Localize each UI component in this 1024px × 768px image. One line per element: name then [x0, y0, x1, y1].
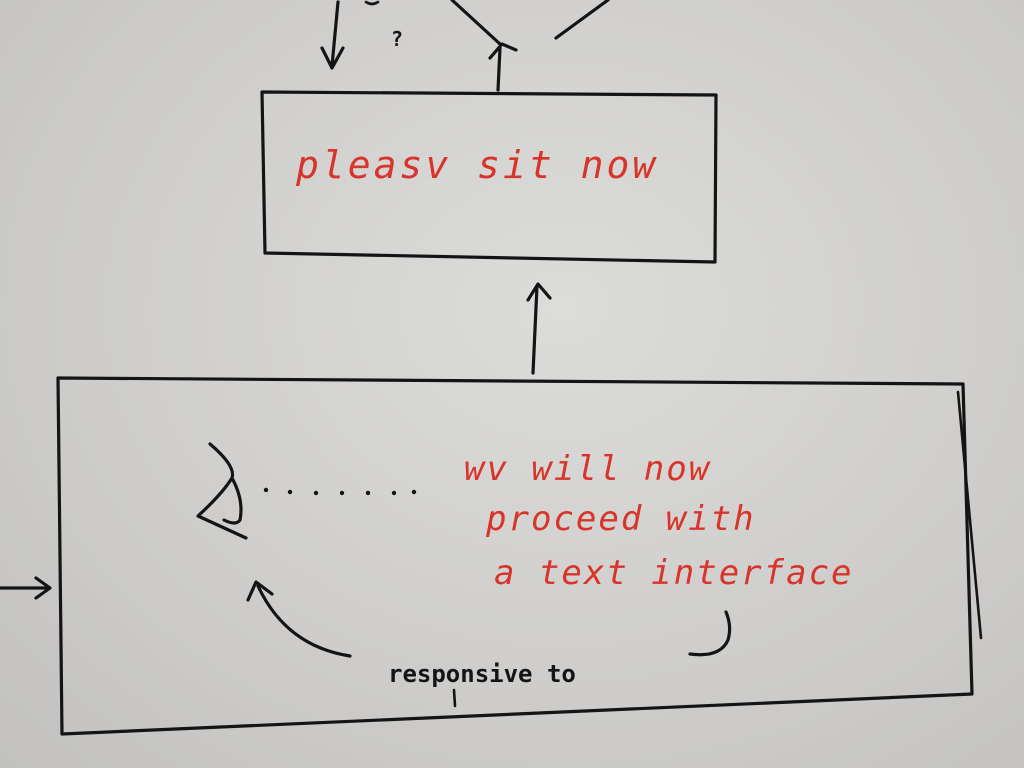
bottom-box — [56, 376, 983, 736]
bracket-to-text — [688, 610, 732, 657]
question-mark: ? — [391, 27, 403, 51]
top-box-outline — [260, 90, 718, 264]
gaze-dots — [263, 487, 417, 496]
top-box-text: pleasv sit now — [295, 143, 658, 187]
top-box: pleasv sit now — [260, 90, 718, 264]
eye-icon — [196, 442, 417, 540]
bottom-text-line1: wv will now — [464, 449, 711, 489]
up-arrow-shaft-top — [496, 46, 502, 92]
curved-arrow-to-eye — [256, 584, 352, 658]
responsive-label: responsive to — [388, 660, 576, 688]
down-arrow-head — [320, 46, 345, 70]
eye-lens — [222, 476, 243, 525]
down-arrow-shaft — [330, 0, 340, 68]
bottom-text-line3: a text interface — [494, 553, 854, 593]
connector-shaft — [531, 284, 539, 375]
bottom-box-outline — [56, 376, 974, 736]
cropped-label-mark — [364, 0, 380, 6]
diamond-edge-left — [450, 0, 502, 46]
connector-head — [526, 282, 552, 302]
eye-outline — [196, 442, 248, 540]
bottom-text-line2: proceed with — [485, 499, 756, 539]
descender-stroke — [452, 688, 457, 708]
curved-arrow-head — [246, 580, 274, 602]
bottom-box-double-edge — [956, 390, 983, 640]
up-arrow-head-top — [488, 42, 518, 60]
incoming-arrow-head — [34, 576, 52, 600]
incoming-arrow — [0, 576, 52, 600]
diamond-edge-right — [554, 0, 610, 40]
bottom-box-text: wv will now proceed with a text interfac… — [464, 449, 854, 593]
responsive-annotation: responsive to — [246, 580, 732, 708]
connector-arrow — [526, 282, 552, 375]
upstream-fragments: ? — [320, 0, 610, 92]
